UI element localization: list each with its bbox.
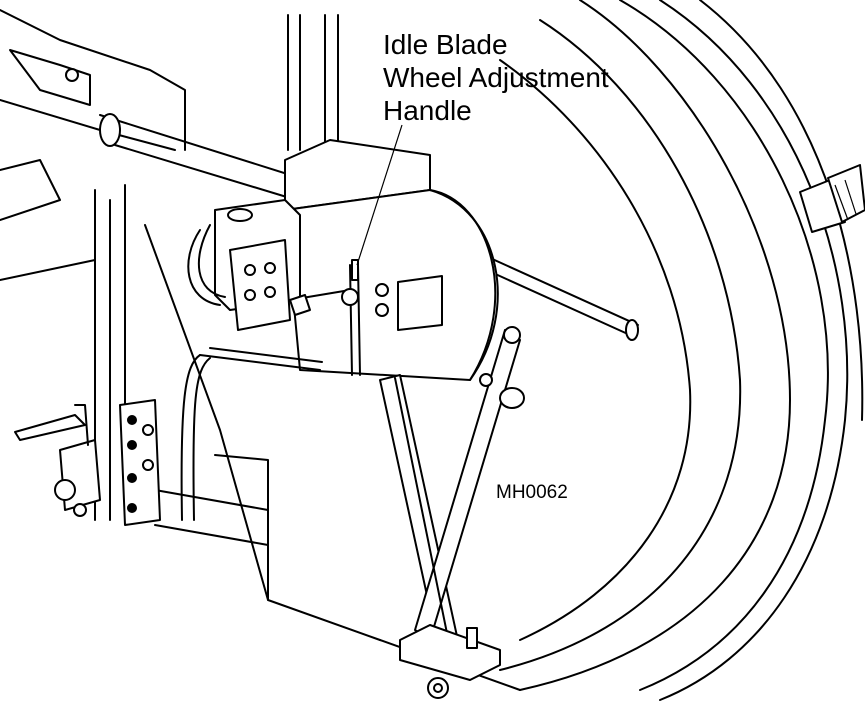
figure-id-label: MH0062 bbox=[496, 482, 568, 503]
right-knob bbox=[799, 164, 865, 233]
left-lever bbox=[14, 404, 89, 446]
callout-label: Idle Blade Wheel Adjustment Handle bbox=[383, 28, 609, 127]
mounting-blocks bbox=[54, 399, 161, 526]
hydraulic-hoses bbox=[180, 224, 323, 521]
gearbox-housing bbox=[284, 139, 499, 381]
base-bracket bbox=[399, 624, 501, 699]
callout-line-3: Handle bbox=[383, 95, 472, 126]
blade-wheel bbox=[499, 0, 864, 701]
callout-leader-line bbox=[356, 124, 403, 266]
callout-line-2: Wheel Adjustment bbox=[383, 62, 609, 93]
callout-line-1: Idle Blade bbox=[383, 29, 508, 60]
vertical-frame bbox=[287, 14, 339, 151]
valve-block bbox=[214, 199, 351, 331]
adjustment-handle bbox=[341, 259, 361, 376]
